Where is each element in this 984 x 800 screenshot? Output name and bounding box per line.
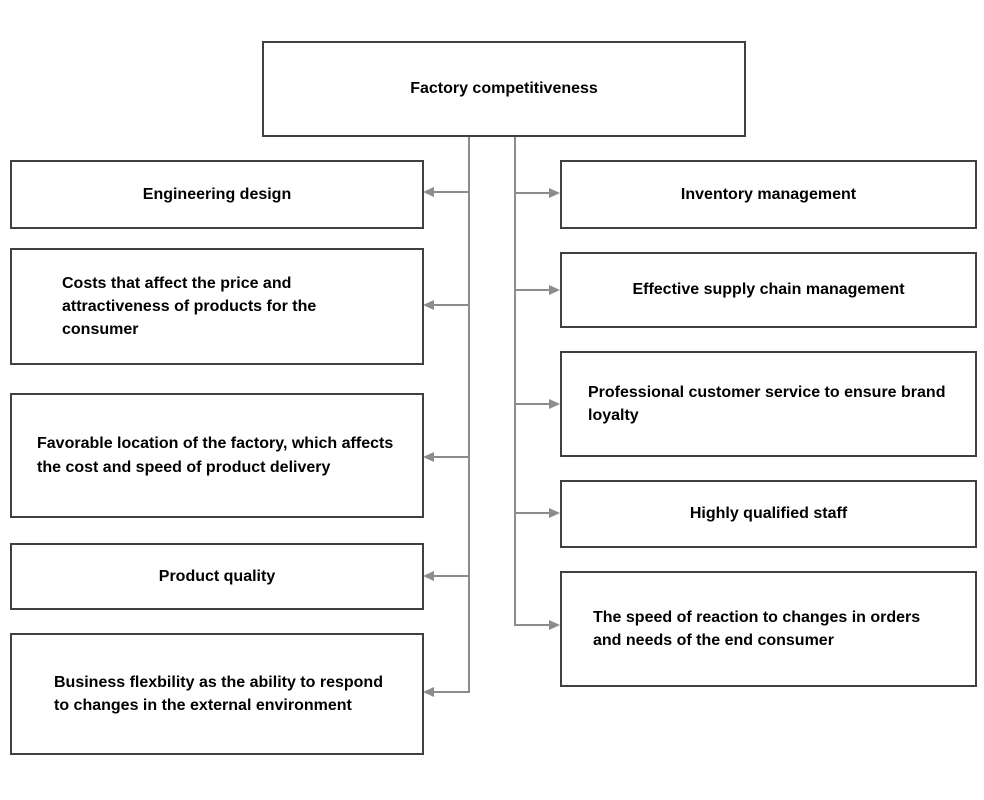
connector-left-3 (433, 456, 469, 458)
node-label: Professional customer service to ensure … (588, 383, 946, 424)
node-label: Highly qualified staff (689, 505, 848, 523)
connector-left-5 (433, 691, 469, 693)
arrow-left-1-icon (423, 187, 434, 197)
node-product-quality: Product quality (10, 543, 424, 610)
node-reaction-speed: The speed of reaction to changes in orde… (560, 571, 977, 687)
arrow-right-1-icon (549, 188, 560, 198)
connector-right-3 (515, 403, 550, 405)
node-costs: Costs that affect the price and attracti… (10, 248, 424, 365)
node-supply-chain-management: Effective supply chain management (560, 252, 977, 328)
node-favorable-location: Favorable location of the factory, which… (10, 393, 424, 518)
node-label: Engineering design (142, 185, 292, 203)
connector-left-2 (433, 304, 469, 306)
arrow-right-3-icon (549, 399, 560, 409)
arrow-right-4-icon (549, 508, 560, 518)
connector-left-trunk (468, 137, 470, 693)
node-label: Inventory management (680, 185, 857, 203)
arrow-right-5-icon (549, 620, 560, 630)
node-label: Favorable location of the factory, which… (37, 435, 394, 476)
arrow-left-5-icon (423, 687, 434, 697)
arrow-right-2-icon (549, 285, 560, 295)
node-label: Product quality (158, 567, 276, 585)
node-customer-service: Professional customer service to ensure … (560, 351, 977, 457)
node-qualified-staff: Highly qualified staff (560, 480, 977, 548)
node-engineering-design: Engineering design (10, 160, 424, 229)
connector-left-4 (433, 575, 469, 577)
node-label: Costs that affect the price and attracti… (62, 274, 317, 339)
connector-right-trunk (514, 137, 516, 626)
node-business-flexibility: Business flexbility as the ability to re… (10, 633, 424, 755)
node-label: The speed of reaction to changes in orde… (593, 608, 921, 649)
node-label: Factory competitiveness (410, 80, 598, 98)
node-inventory-management: Inventory management (560, 160, 977, 229)
arrow-left-4-icon (423, 571, 434, 581)
node-label: Effective supply chain management (632, 281, 905, 299)
connector-right-5 (515, 624, 550, 626)
connector-right-2 (515, 289, 550, 291)
node-factory-competitiveness: Factory competitiveness (262, 41, 746, 137)
connector-right-1 (515, 192, 550, 194)
arrow-left-3-icon (423, 452, 434, 462)
connector-left-1 (433, 191, 469, 193)
arrow-left-2-icon (423, 300, 434, 310)
node-label: Business flexbility as the ability to re… (54, 673, 383, 714)
connector-right-4 (515, 512, 550, 514)
